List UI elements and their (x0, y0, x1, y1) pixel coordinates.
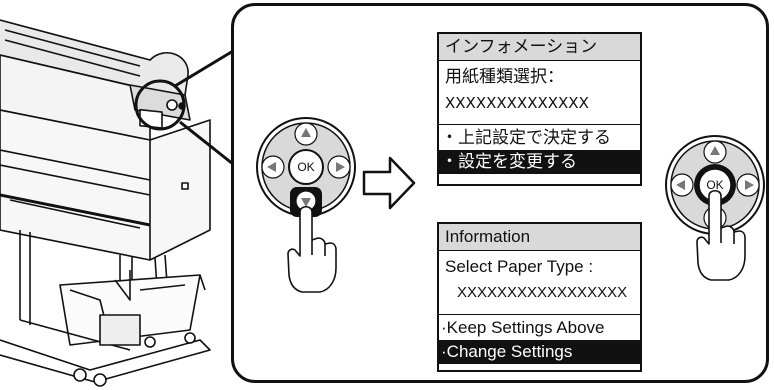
screen-prompt: 用紙種類選択： (445, 67, 564, 87)
option-keep-settings[interactable]: ·Keep Settings Above (441, 318, 605, 337)
ok-label-left: OK (297, 160, 315, 174)
screen-prompt: Select Paper Type : (445, 257, 594, 276)
hand-pointer-icon-right (696, 189, 746, 281)
option-change-settings[interactable]: ·Change Settings (439, 340, 640, 364)
option-keep-settings[interactable]: ・上記設定で決定する (441, 128, 611, 148)
screen-title: Information (439, 224, 640, 251)
english-screen: Information Select Paper Type : XXXXXXXX… (437, 222, 642, 372)
screen-divider (439, 314, 640, 315)
screen-value: XXXXXXXXXXXXXX (445, 94, 589, 112)
option-change-settings[interactable]: ・設定を変更する (439, 150, 640, 174)
screen-divider (439, 124, 640, 125)
screen-title: インフォメーション (439, 34, 640, 61)
japanese-screen: インフォメーション 用紙種類選択： XXXXXXXXXXXXXX ・上記設定で決… (437, 32, 642, 186)
screen-value: XXXXXXXXXXXXXXXXX (457, 284, 628, 301)
hand-pointer-icon-left (287, 205, 337, 293)
ok-label-right: OK (706, 178, 724, 192)
